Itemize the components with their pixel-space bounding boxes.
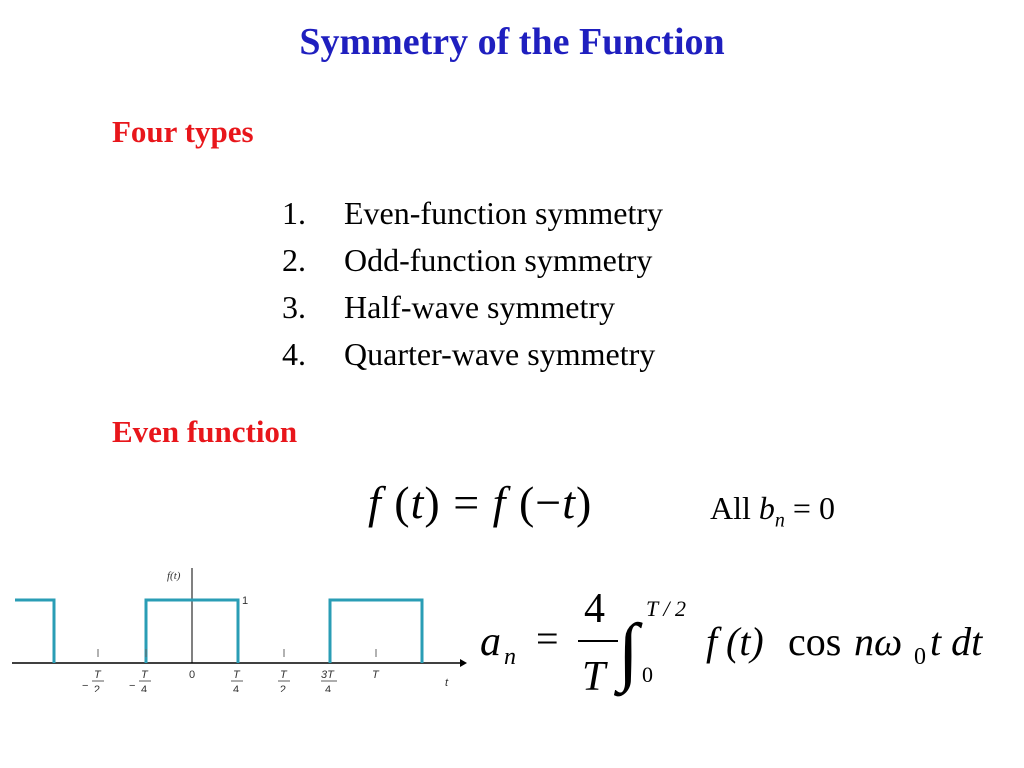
tick-minus: −	[129, 680, 135, 692]
even-function-equation: f (t) = f (−t)	[368, 476, 592, 529]
eq-f: f	[368, 477, 382, 528]
pulse-group	[15, 598, 424, 663]
an-n-omega: nω	[854, 619, 902, 664]
eq-rparen: )	[576, 477, 593, 528]
eq-minus: −	[535, 477, 563, 528]
tick-T: T	[280, 669, 288, 681]
tick-3T: 3T	[321, 669, 335, 681]
list-number: 4.	[282, 336, 306, 372]
all-bn-prefix: All	[710, 490, 759, 526]
list-label: Even-function symmetry	[344, 195, 664, 231]
tick-4: 4	[141, 684, 147, 692]
list-item: 2. Odd-function symmetry	[282, 237, 663, 284]
tick-4: 4	[325, 684, 331, 692]
eq-equals: =	[453, 477, 481, 528]
list-item: 1. Even-function symmetry	[282, 190, 663, 237]
tick-T: T	[94, 669, 102, 681]
an-f: f	[706, 619, 722, 664]
eq-lparen: (	[518, 477, 536, 528]
eq-f: f	[492, 477, 507, 528]
list-number: 1.	[282, 195, 306, 231]
an-t-dt: t dt	[930, 619, 983, 664]
tick-2: 2	[94, 684, 100, 692]
tick-0: 0	[189, 669, 195, 681]
t-axis-label: t	[445, 677, 449, 689]
y-axis-label: f(t)	[167, 570, 181, 582]
level-label: 1	[242, 595, 248, 607]
an-denominator: T	[582, 654, 608, 700]
types-list: 1. Even-function symmetry 2. Odd-function …	[282, 190, 663, 378]
an-numerator: 4	[584, 586, 605, 632]
eq-rparen: )	[424, 477, 441, 528]
slide-title: Symmetry of the Function	[299, 21, 725, 63]
list-label: Odd-function symmetry	[344, 242, 653, 278]
list-item: 3. Half-wave symmetry	[282, 284, 663, 331]
an-cos: cos	[788, 619, 841, 664]
tick-4: 4	[233, 684, 239, 692]
eq-lparen: (	[394, 477, 411, 528]
even-function-heading: Even function	[112, 414, 298, 449]
pulse	[144, 598, 240, 663]
an-omega-sub: 0	[914, 644, 926, 670]
tick-T: T	[233, 669, 241, 681]
an-sub: n	[504, 644, 516, 670]
t-axis-arrow	[460, 659, 467, 667]
list-item: 4. Quarter-wave symmetry	[282, 331, 663, 378]
list-label: Half-wave symmetry	[344, 289, 616, 325]
bn-sub: n	[774, 509, 785, 532]
bn-b: b	[758, 490, 775, 526]
four-types-heading: Four types	[112, 114, 254, 149]
an-equation: a n = 4 T ∫ T / 2 0 f (t) cos nω 0 t dt	[480, 586, 983, 700]
an-equals: =	[536, 616, 559, 661]
tick-T: T	[372, 669, 380, 681]
tick-T: T	[141, 669, 149, 681]
an-a: a	[480, 619, 501, 665]
all-bn-var: bn	[758, 490, 785, 531]
list-number: 2.	[282, 242, 306, 278]
list-label: Quarter-wave symmetry	[344, 336, 656, 372]
an-integral: ∫	[614, 609, 643, 697]
tick-minus: −	[82, 680, 88, 692]
pulse	[328, 598, 424, 663]
an-paren-t: (t)	[726, 619, 764, 664]
an-upper-limit: T / 2	[646, 596, 686, 621]
all-bn-zero: All bn = 0	[710, 490, 835, 532]
pulse	[15, 598, 56, 663]
an-lower-limit: 0	[642, 662, 653, 687]
eq-t: t	[562, 477, 577, 528]
list-number: 3.	[282, 289, 306, 325]
all-bn-suffix: = 0	[784, 490, 835, 526]
square-wave-graph: f(t) 1 − T 2 − T 4 0 T 4 T 2 3T 4 T t	[12, 568, 467, 692]
eq-t: t	[410, 477, 425, 528]
tick-2: 2	[280, 684, 286, 692]
